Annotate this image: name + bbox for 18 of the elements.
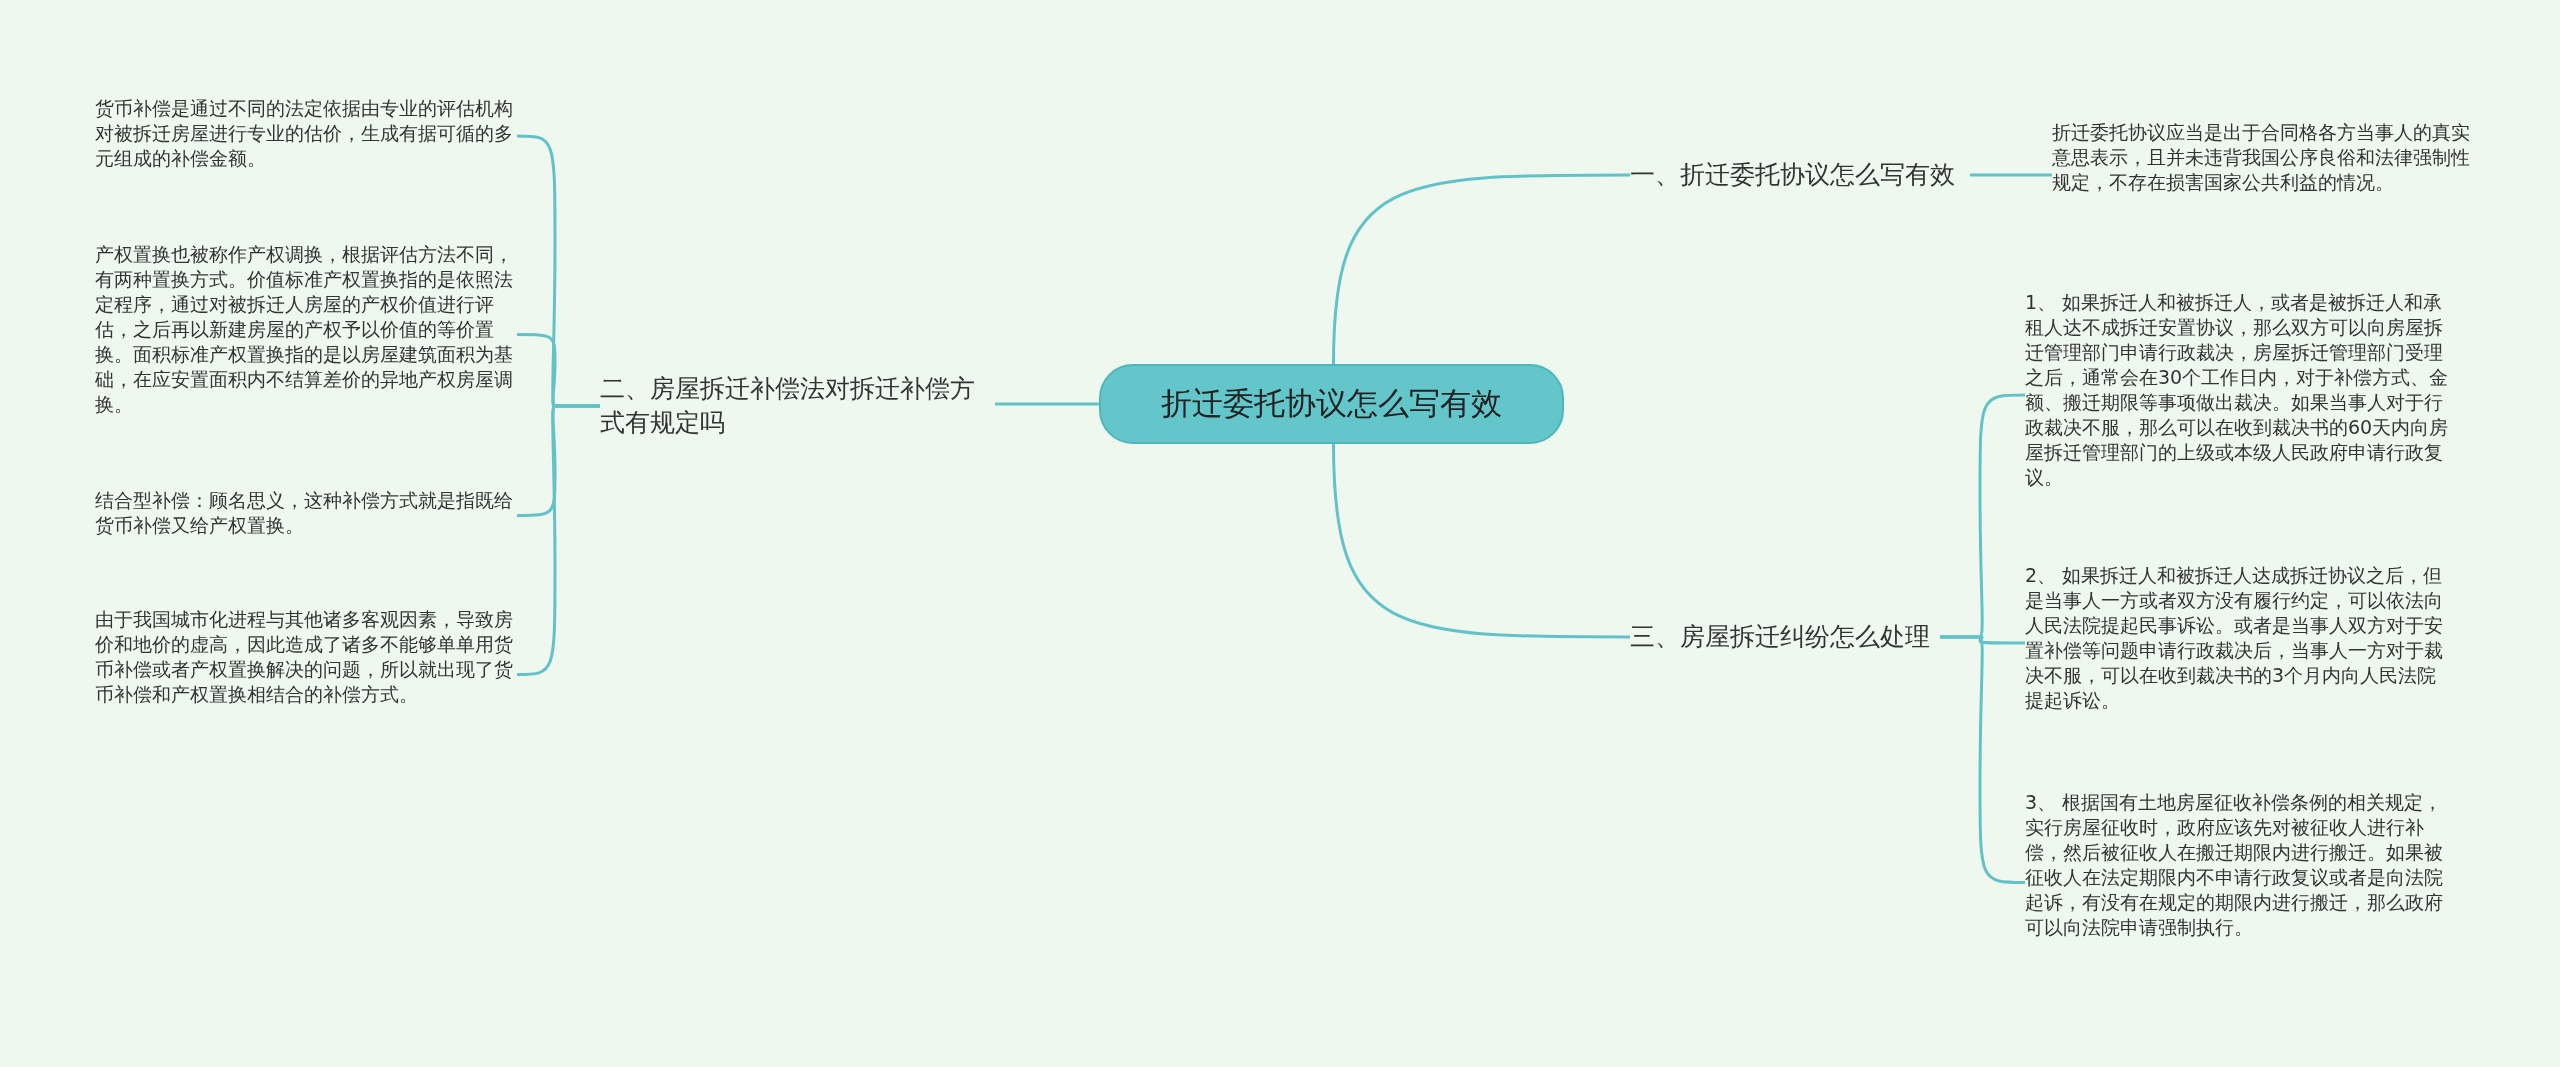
note-text: 3、 根据国有土地房屋征收补偿条例的相关规定，实行房屋征收时，政府应该先对被征收人进行补偿，然后被征收人在搬迁期限内进行搬迁。如果被征收人在法定期限内不申请行政复议或者是向法院起诉，有没有在规定的期限内进行搬迁，那么政府可以向法院申请强制执行。 [2025,790,2450,975]
connector [1332,443,1630,639]
note-text: 由于我国城市化进程与其他诸多客观因素，导致房价和地价的虚高，因此造成了诸多不能够单单用货币补偿或者产权置换解决的问题，所以就出现了货币补偿和产权置换相结合的补偿方式。 [95,607,517,742]
topic-text: 一、折迁委托协议怎么写有效 [1630,150,1970,200]
connector [1970,173,2052,177]
note-text: 1、 如果拆迁人和被拆迁人，或者是被拆迁人和承租人达不成拆迁安置协议，那么双方可以向房屋拆迁管理部门申请行政裁决，房屋拆迁管理部门受理之后，通常会在30个工作日内，对于补偿方式、金额、搬迁期限等事项做出裁决。如果当事人对于行政裁决不服，那么可以在收到裁决书的60天内向房屋拆迁管理部门的上级或本级人民政府申请行政复议。 [2025,290,2450,500]
topic-text: 三、房屋拆迁纠纷怎么处理 [1630,612,1940,662]
connector [517,404,600,676]
note-text: 2、 如果拆迁人和被拆迁人达成拆迁协议之后，但是当事人一方或者双方没有履行约定，可以依法向人民法院提起民事诉讼。或者是当事人双方对于安置补偿等问题申请行政裁决后，当事人一方对于裁决不服，可以在收到裁决书的3个月内向人民法院提起诉讼。 [2025,563,2450,723]
connector [995,402,1099,406]
topic-text: 二、房屋拆迁补偿法对拆迁补偿方式有规定吗 [600,370,995,442]
note-text: 货币补偿是通过不同的法定依据由专业的评估机构对被拆迁房屋进行专业的估价，生成有据可循的多元组成的补偿金额。 [95,96,517,176]
note-text: 折迁委托协议应当是出于合同格各方当事人的真实意思表示，且并未违背我国公序良俗和法律强制性规定，不存在损害国家公共利益的情况。 [2052,120,2472,230]
connector [1332,173,1630,365]
central-topic: 折迁委托协议怎么写有效 [1099,364,1564,444]
connector [1940,635,2025,884]
note-text: 结合型补偿：顾名思义，这种补偿方式就是指既给货币补偿又给产权置换。 [95,488,517,543]
note-text: 产权置换也被称作产权调换，根据评估方法不同，有两种置换方式。价值标准产权置换指的是依照法定程序，通过对被拆迁人房屋的产权价值进行评估，之后再以新建房屋的产权予以价值的等价置换。面积标准产权置换指的是以房屋建筑面积为基础，在应安置面积内不结算差价的异地产权房屋调换。 [95,242,517,427]
